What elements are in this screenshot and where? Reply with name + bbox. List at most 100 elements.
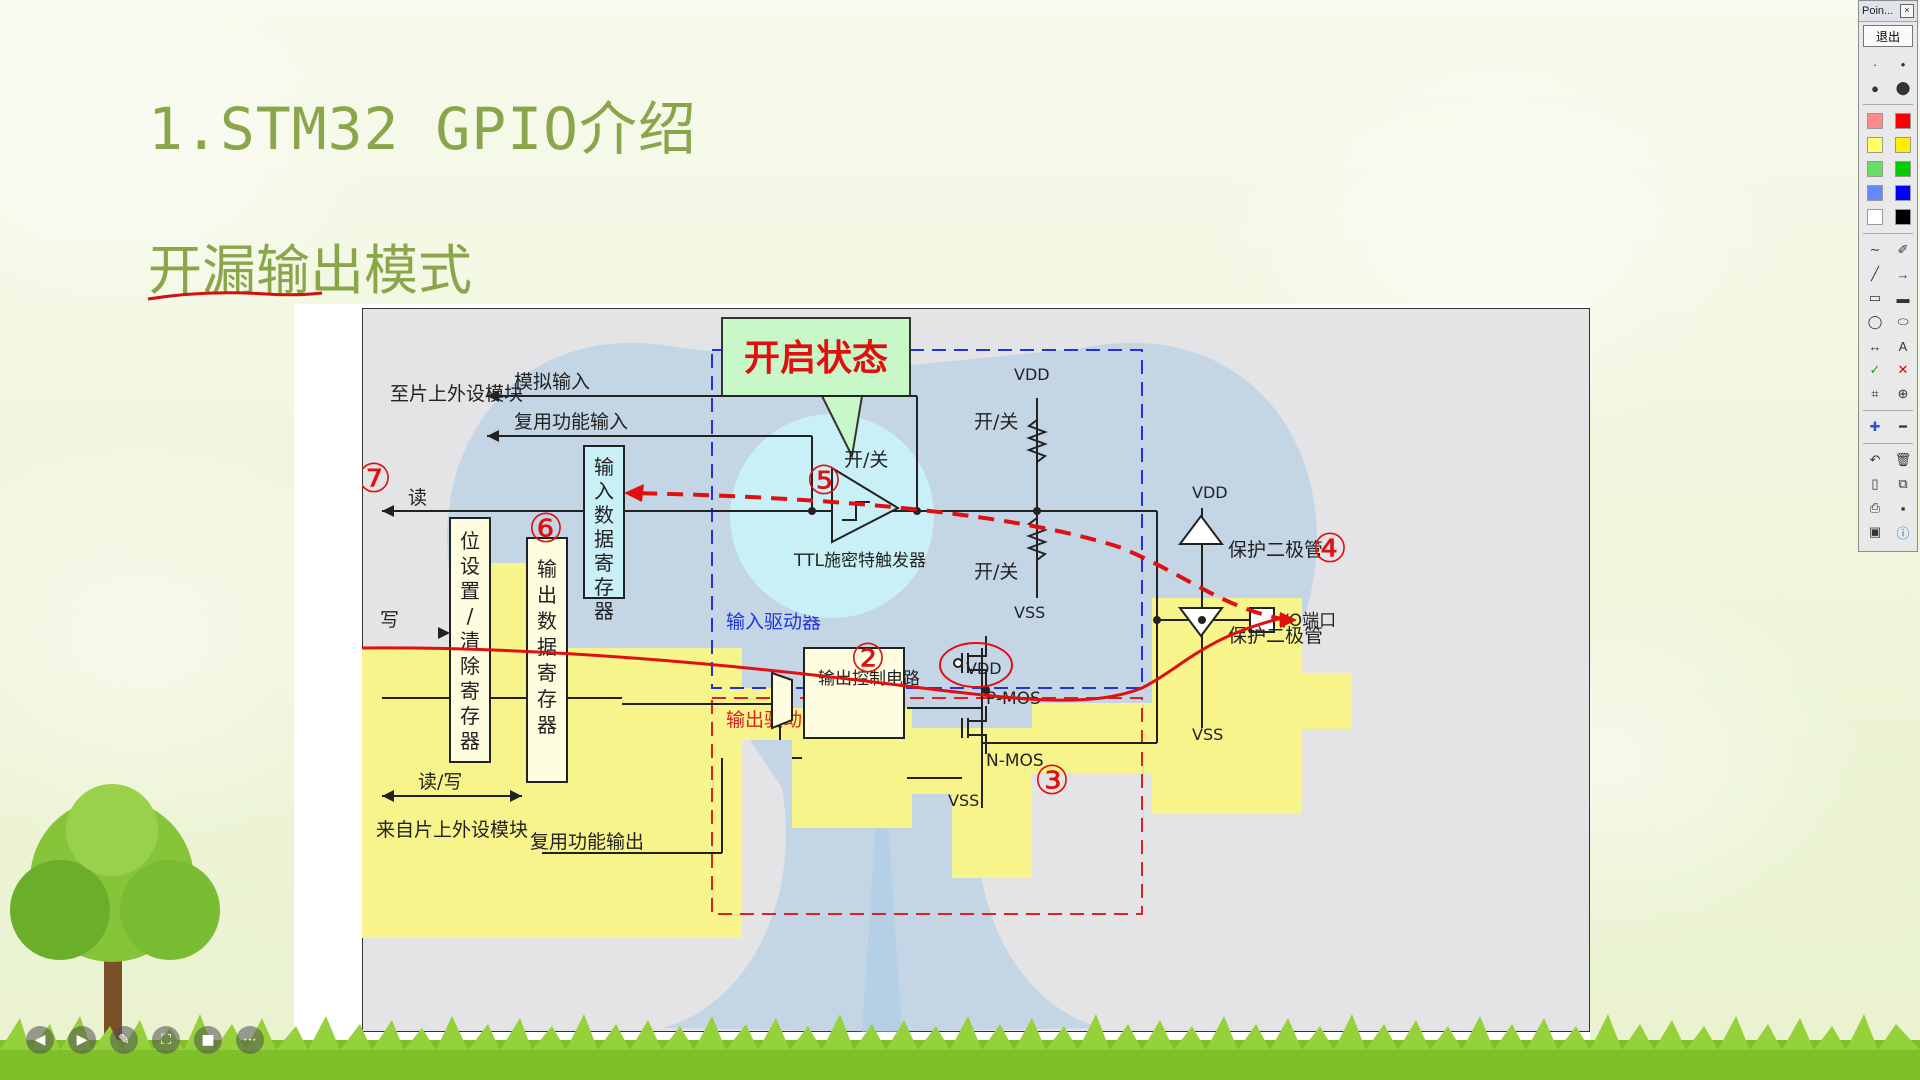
undo-icon[interactable]: ↶ [1869,452,1881,467]
arrow-icon[interactable]: → [1896,266,1910,282]
label-protect-diode-bottom: 保护二极管 [1228,625,1323,647]
bit-set-reset-register [449,517,491,763]
dot-medium-icon[interactable]: • [1900,56,1906,72]
nmos-symbol [961,706,987,754]
pen-tool-icon[interactable]: ✐ [1897,242,1909,257]
file-grid: ↶ 🗑 ▯ ⧉ ⎙ ▪ ▣ ⓘ [1859,446,1917,546]
play-icon[interactable]: ▶ [68,1026,96,1054]
line-icon[interactable]: ╱ [1871,266,1879,281]
marker-7: ⑦ [362,456,392,502]
label-ttl-schmitt: TTL施密特触发器 [793,551,926,571]
label-write: 写 [380,609,399,631]
marker-6: ⑥ [528,506,564,552]
more-icon[interactable]: ⋯ [236,1026,264,1054]
rectangle-icon[interactable]: ▭ [1868,290,1882,305]
color-swatch[interactable] [1863,181,1887,205]
label-alt-func-output: 复用功能输出 [530,831,644,853]
color-swatch[interactable] [1863,205,1887,229]
trash-icon[interactable]: 🗑 [1894,452,1912,467]
schmitt-trigger-symbol [831,466,901,544]
readback-arrowhead [624,484,644,502]
label-to-peripheral: 至片上外设模块 [390,383,523,405]
callout-box [721,317,911,397]
text-icon[interactable]: A [1898,338,1908,354]
subtitle-underline-stroke [147,291,323,301]
color-swatch[interactable] [1863,133,1887,157]
dot-xlarge-icon[interactable]: ⬤ [1895,80,1911,95]
label-vdd-pmos: VDD [966,659,1002,678]
label-nmos: N-MOS [986,751,1044,771]
label-alt-func-input: 复用功能输入 [514,411,628,433]
marker-3: ③ [1034,758,1070,804]
output-control-circuit [803,647,905,739]
label-vdd-input: VDD [1014,365,1050,384]
new-page-icon[interactable]: ▯ [1871,476,1879,491]
save-icon[interactable]: ▪ [1900,500,1906,516]
label-switch-bottom: 开/关 [974,561,1018,583]
pen-icon[interactable]: ✎ [110,1026,138,1054]
ellipse-icon[interactable]: ◯ [1867,314,1883,329]
minus-icon[interactable]: ━ [1899,419,1907,434]
color-swatch[interactable] [1891,181,1915,205]
slide-title: 1.STM32 GPIO介绍 [148,95,698,163]
label-read-write: 读/写 [418,771,462,793]
color-swatch[interactable] [1891,205,1915,229]
freehand-icon[interactable]: ∼ [1869,242,1881,257]
label-switch-top: 开/关 [974,411,1018,433]
slide-subtitle: 开漏输出模式 [148,239,472,302]
dot-small-icon[interactable]: · [1872,56,1878,72]
label-protect-diode-top: 保护二极管 [1228,539,1323,561]
camera-icon[interactable]: ■ [194,1026,222,1054]
info-icon[interactable]: ⓘ [1896,525,1910,541]
marker-4: ④ [1312,526,1348,572]
color-swatch[interactable] [1863,109,1887,133]
close-icon[interactable]: × [1900,4,1914,18]
screen-icon[interactable]: ▣ [1868,524,1882,539]
label-analog-input: 模拟输入 [514,371,590,393]
color-swatch[interactable] [1863,157,1887,181]
brush-size-grid: · • ● ⬤ [1859,50,1917,102]
filled-rectangle-icon[interactable]: ▬ [1896,290,1910,306]
color-swatch[interactable] [1891,133,1915,157]
zoom-icon[interactable]: ⛶ [152,1026,180,1054]
grass-decoration [0,1014,1920,1080]
color-palette [1859,107,1917,231]
output-data-register [526,537,568,783]
zoom-in-icon[interactable]: ⊕ [1897,386,1909,401]
color-swatch[interactable] [1891,157,1915,181]
plus-icon[interactable]: ✚ [1869,419,1881,434]
dot-large-icon[interactable]: ● [1871,80,1879,96]
filled-ellipse-icon[interactable]: ⬭ [1897,314,1909,329]
pmos-circle-mark [939,642,1013,688]
action-grid: ✚ ━ [1859,413,1917,441]
label-vss-diode: VSS [1192,725,1223,744]
check-icon[interactable]: ✓ [1869,362,1881,377]
marker-2: ② [850,636,886,682]
input-driver-box [711,349,1143,689]
protection-diode-top [1178,514,1224,545]
label-vss-nmos: VSS [948,791,979,810]
pointer-toolbar: Poin... × 退出 · • ● ⬤ ∼ ✐ ╱ → ▭ ▬ ◯ ⬭ ↔ A… [1858,0,1918,552]
gpio-open-drain-diagram: 输入驱动器 输出驱动器 开启状态 [362,308,1590,1032]
label-input-data-reg: 输入数据寄存器 [594,455,614,623]
wires [382,395,1252,854]
toolbar-title: Poin... [1862,5,1894,17]
tool-grid: ∼ ✐ ╱ → ▭ ▬ ◯ ⬭ ↔ A ✓ ✕ ⌗ ⊕ [1859,236,1917,408]
prev-icon[interactable]: ◀ [26,1026,54,1054]
markers: ① ② ③ ④ ⑤ ⑥ ⑦ [362,456,1348,804]
copy-icon[interactable]: ⧉ [1898,476,1908,491]
label-io-port: I/O端口 [1278,611,1336,631]
mux [771,671,793,730]
label-vss-input: VSS [1014,603,1045,622]
label-from-peripheral: 来自片上外设模块 [376,819,528,841]
slideshow-controls: ◀ ▶ ✎ ⛶ ■ ⋯ [26,1026,264,1054]
print-icon[interactable]: ⎙ [1869,500,1881,515]
label-vdd-diode: VDD [1192,483,1228,502]
cross-icon[interactable]: ✕ [1897,362,1909,377]
exit-button[interactable]: 退出 [1863,25,1913,47]
color-swatch[interactable] [1891,109,1915,133]
double-arrow-icon[interactable]: ↔ [1868,338,1882,354]
label-read: 读 [408,487,427,509]
marker-5: ⑤ [806,458,842,504]
crop-icon[interactable]: ⌗ [1871,386,1879,401]
